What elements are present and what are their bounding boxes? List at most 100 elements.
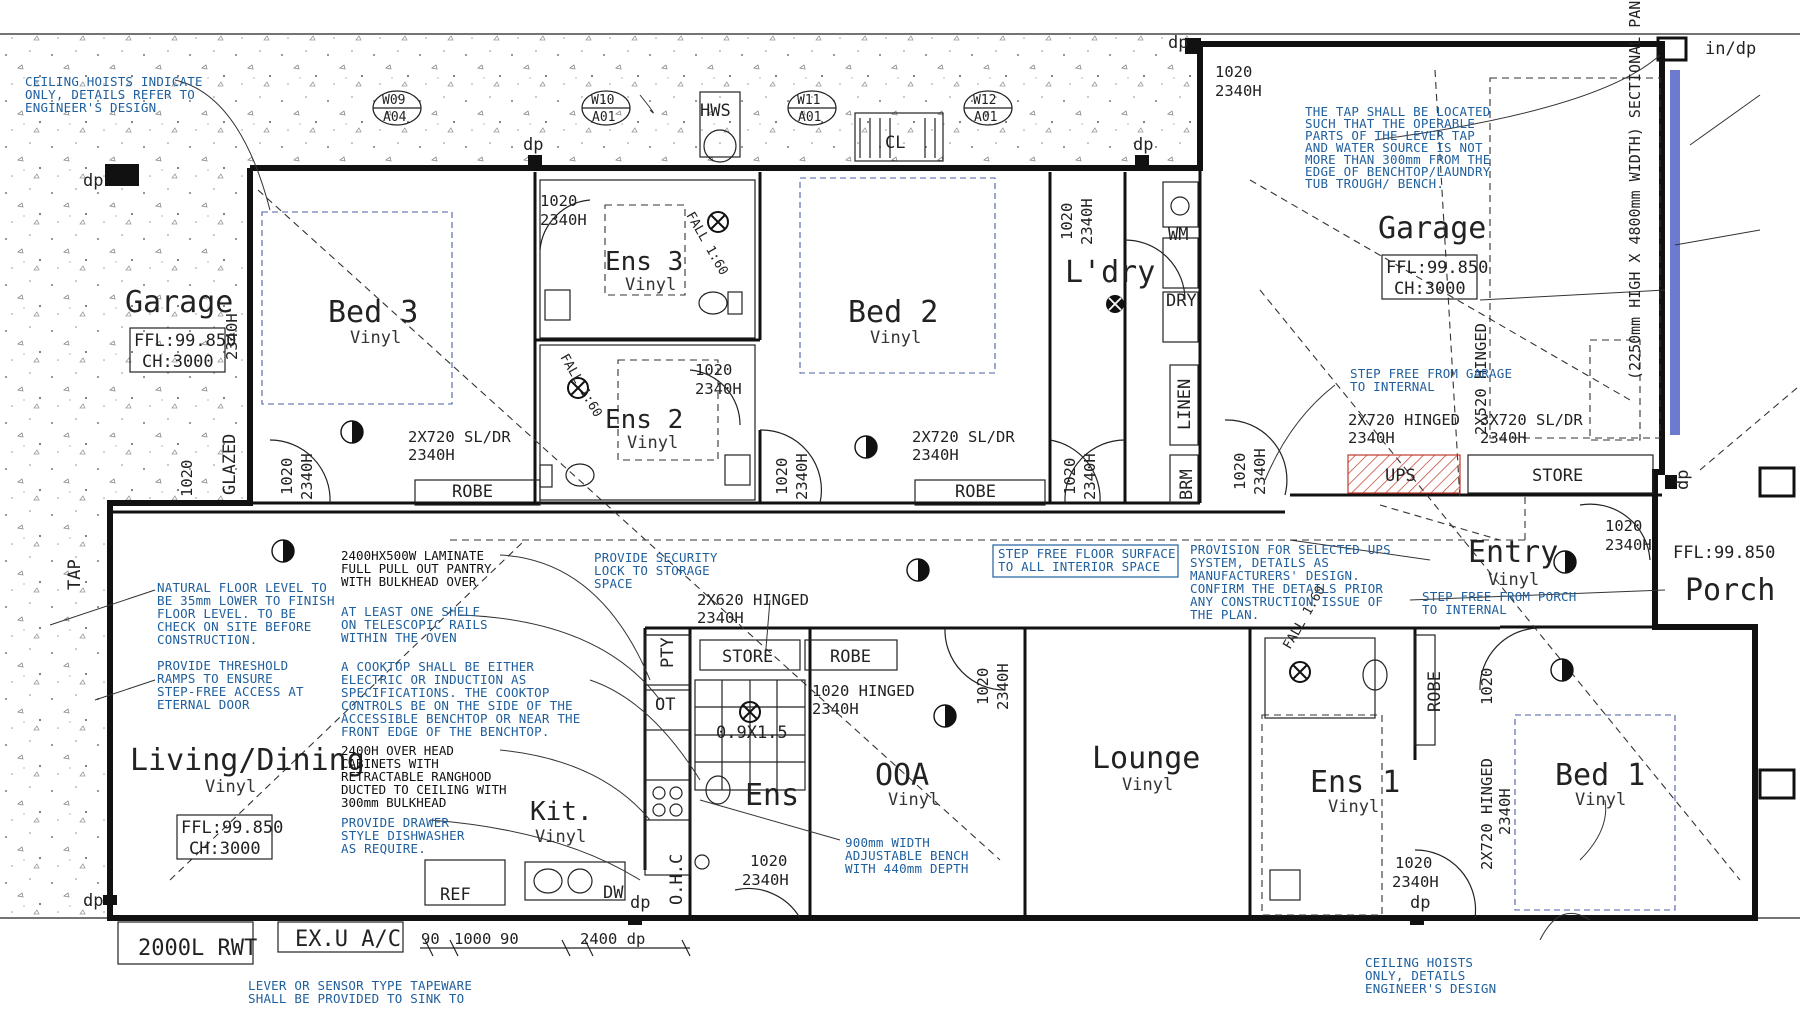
room-ens3: Ens 3	[605, 247, 683, 277]
dim-height: 2340H	[994, 663, 1012, 710]
label-dp: dp	[1168, 33, 1188, 53]
dim-1000: 1000	[454, 930, 491, 948]
light-fittings	[271, 295, 1577, 728]
label-fall-ens2: FALL 1:60	[557, 352, 605, 421]
ups-hatch	[1347, 454, 1461, 494]
dim-height: 2340H	[912, 446, 959, 464]
dim-width: 1020	[1478, 668, 1496, 705]
dim-height: 2340H	[1215, 82, 1262, 100]
room-garage-right: Garage	[1378, 211, 1486, 246]
dim-width: 1020	[1395, 854, 1432, 872]
note-line: MORE THAN 300mm FROM THE	[1305, 152, 1490, 167]
label-dp: dp	[630, 893, 650, 913]
label-in-dp: in/dp	[1705, 39, 1756, 59]
room-bed1: Bed 1	[1555, 758, 1645, 793]
ffl-garage-right: FFL:99.850	[1386, 258, 1488, 278]
label-dp: dp	[523, 135, 543, 155]
window-tag-bottom: A01	[592, 110, 615, 125]
room-ens-mid: Ens	[745, 778, 799, 813]
label-dishwasher: DW	[603, 883, 624, 903]
label-robe-hall: ROBE	[830, 647, 871, 667]
finish-bed3: Vinyl	[350, 328, 401, 348]
label-fridge: REF	[440, 885, 471, 905]
note-line: CHECK ON SITE BEFORE	[157, 619, 312, 634]
room-bed2: Bed 2	[848, 295, 938, 330]
note-line: STEP FREE FLOOR SURFACE	[998, 546, 1176, 561]
note-line: WITH 440mm DEPTH	[845, 861, 969, 876]
sectional-panel-door	[1670, 70, 1680, 435]
room-ens1: Ens 1	[1310, 765, 1400, 800]
note-line: EDGE OF BENCHTOP/LAUNDRY	[1305, 164, 1491, 179]
dim-width: 1020	[540, 192, 577, 210]
dim-sliding-garage: 3X720 SL/DR	[1480, 411, 1583, 429]
note-line: CONFIRM THE DETAILS PRIOR	[1190, 581, 1383, 596]
label-robe-bed1: ROBE	[1425, 671, 1445, 712]
dim-height: 2340H	[697, 609, 744, 627]
notes-adjustable-bench: 900mm WIDTH ADJUSTABLE BENCH WITH 440mm …	[845, 835, 969, 876]
dim-width: 1020	[1605, 517, 1642, 535]
note-line: SUCH THAT THE OPERABLE	[1305, 116, 1475, 131]
label-tap: TAP	[65, 559, 85, 590]
label-dry: DRY	[1166, 291, 1197, 311]
label-dp: dp	[83, 891, 103, 911]
note-line: STYLE DISHWASHER	[341, 828, 465, 843]
dim-height: 2340H	[1081, 453, 1099, 500]
note-line: 900mm WIDTH	[845, 835, 930, 850]
finish-kitchen: Vinyl	[535, 827, 586, 847]
dim-height: 2340H	[223, 313, 241, 360]
notes-ups-provision: PROVISION FOR SELECTED UPS SYSTEM, DETAI…	[1190, 542, 1391, 622]
note-line: PROVISION FOR SELECTED UPS	[1190, 542, 1391, 557]
dim-width: 1020	[278, 458, 296, 495]
note-line: RAMPS TO ENSURE	[157, 671, 273, 686]
note-line: ENGINEER'S DESIGN	[25, 100, 156, 115]
room-living-dining: Living/Dining	[130, 743, 365, 778]
note-line: MANUFACTURERS' DESIGN.	[1190, 568, 1360, 583]
label-dp: dp	[83, 171, 103, 191]
note-line: TO ALL INTERIOR SPACE	[998, 559, 1160, 574]
note-line: THE PLAN.	[1190, 607, 1260, 622]
label-glazed: GLAZED	[220, 434, 240, 495]
label-sectional-panel: (2250mm HIGH X 4800mm WIDTH) SECTIONAL P…	[1626, 0, 1644, 380]
ch-living: CH:3000	[189, 839, 261, 859]
note-line: PROVIDE SECURITY	[594, 550, 718, 565]
note-line: AND WATER SOURCE IS NOT	[1305, 140, 1483, 155]
dim-hinged-ooa: 1020 HINGED	[812, 682, 915, 700]
note-line: STEP FREE FROM GARAGE	[1350, 366, 1512, 381]
level-box-garage-left	[129, 327, 226, 373]
dim-sliding-bed3: 2X720 SL/DR	[408, 428, 511, 446]
label-dp: dp	[1133, 135, 1153, 155]
note-line: SPECIFICATIONS. THE COOKTOP	[341, 685, 550, 700]
dim-height: 2340H	[742, 871, 789, 889]
ffl-porch: FFL:99.850	[1673, 543, 1775, 563]
label-external-ac: EX.U A/C	[295, 927, 401, 952]
label-oven: OT	[655, 695, 675, 715]
bottom-dimension-line	[117, 921, 691, 965]
note-line: PARTS OF THE LEVER TAP	[1305, 128, 1475, 143]
dim-width: 1020	[695, 361, 732, 379]
room-kitchen: Kit.	[530, 797, 593, 827]
finish-bed2: Vinyl	[870, 328, 921, 348]
notes-oven-shelf: AT LEAST ONE SHELF ON TELESCOPIC RAILS W…	[341, 604, 488, 645]
note-line: WITHIN THE OVEN	[341, 630, 457, 645]
note-line: FULL PULL OUT PANTRY	[341, 561, 492, 576]
external-walls	[105, 36, 1796, 921]
label-store-hall: STORE	[722, 647, 773, 667]
window-tags: W09 A04 W10 A01 W11 A01 W12 A01	[372, 90, 1013, 126]
label-wm: WM	[1168, 225, 1188, 245]
label-fall-ens3: FALL 1:60	[683, 210, 731, 279]
note-line: ELECTRIC OR INDUCTION AS	[341, 672, 526, 687]
dim-width: 1020	[1058, 203, 1076, 240]
notes-step-free-garage: STEP FREE FROM GARAGE TO INTERNAL	[1350, 366, 1512, 394]
label-cl: CL	[885, 133, 905, 153]
note-line: SPACE	[594, 576, 633, 591]
room-entry: Entry	[1468, 535, 1558, 570]
note-line: AS REQUIRE.	[341, 841, 426, 856]
note-line: TO INTERNAL	[1422, 602, 1507, 617]
window-tag-top: W09	[382, 93, 405, 108]
dim-height: 2340H	[1480, 429, 1527, 447]
note-line: CABINETS WITH	[341, 756, 439, 771]
note-line: CONTROLS BE ON THE SIDE OF THE	[341, 698, 573, 713]
room-bed3: Bed 3	[328, 295, 418, 330]
dim-2400: 2400 dp	[580, 930, 645, 948]
note-line: FRONT EDGE OF THE BENCHTOP.	[341, 724, 550, 739]
